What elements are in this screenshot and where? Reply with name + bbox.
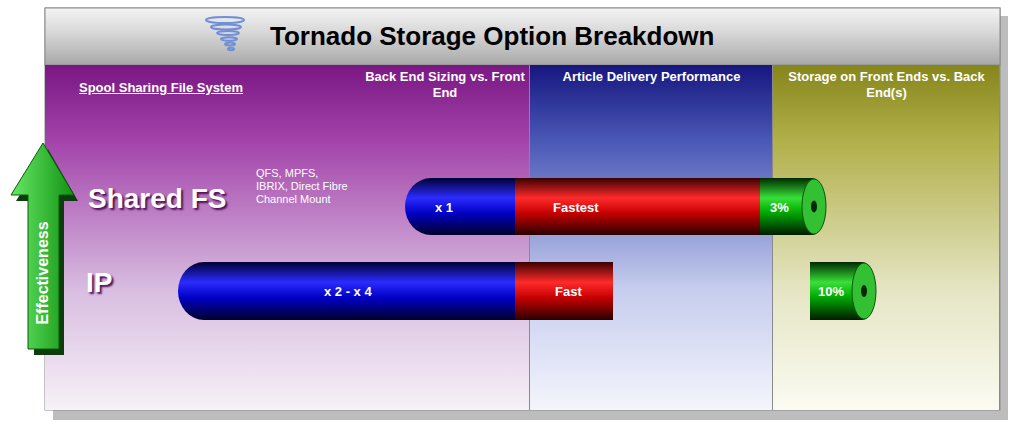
segment-label: Fastest [553,199,599,214]
column-band: Article Delivery Performance [530,65,773,410]
panel [45,8,1000,410]
column-header: Article Delivery Performance [540,69,763,85]
segment-label: 10% [818,284,844,299]
cylinder-segment: Fast [515,262,613,320]
row-label: Shared FS [88,182,248,216]
diagram-title: Tornado Storage Option Breakdown [270,21,714,52]
cylinder-cap [851,262,877,320]
cylinder-segment: x 1 [405,178,517,235]
column-header: Spool Sharing File System [79,80,319,96]
axis-label: Effectiveness [34,221,52,324]
cylinder-segment: 3% [760,178,826,235]
option-list: QFS, MPFS, IBRIX, Direct Fibre Channel M… [256,167,352,207]
segment-label: x 2 - x 4 [324,284,372,299]
column-band: Storage on Front Ends vs. Back End(s) [773,65,1000,410]
segment-label: 3% [770,199,789,214]
row-label: IP [86,266,146,300]
column-band: Spool Sharing File System Back End Sizing… [45,65,530,410]
title-band [45,8,1000,65]
tornado-icon [206,17,244,50]
cylinder-cap [801,178,827,235]
column-header: Storage on Front Ends vs. Back End(s) [779,69,994,100]
cylinder-segment: Fastest [515,178,762,235]
cylinder-segment: x 2 - x 4 [178,262,517,320]
column-header: Back End Sizing vs. Front End [365,69,525,100]
segment-label: x 1 [435,199,453,214]
cylinder-segment: 10% [810,262,876,320]
segment-label: Fast [555,284,582,299]
effectiveness-arrow: Effectiveness [8,143,80,357]
